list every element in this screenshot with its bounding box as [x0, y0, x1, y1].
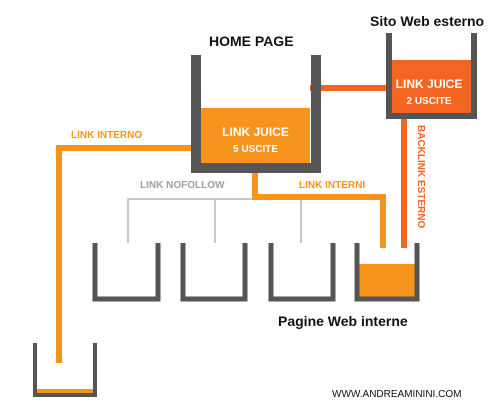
- home-page-juice-fill: [201, 108, 310, 165]
- internal-pages-title: Pagine Web interne: [278, 313, 408, 329]
- website-credit: WWW.ANDREAMININI.COM: [332, 389, 462, 400]
- internal-page-1-container: [92, 243, 161, 302]
- internal-page-2-container: [180, 243, 248, 302]
- backlink-label: BACKLINK ESTERNO: [415, 125, 426, 229]
- internal-link-flow-left: [56, 145, 255, 363]
- containers: [33, 33, 477, 397]
- home-page-title: HOME PAGE: [209, 33, 294, 49]
- internal-page-4-fill: [357, 264, 416, 300]
- internal-link-label: LINK INTERNO: [71, 130, 143, 141]
- external-site-juice-title: LINK JUICE: [395, 77, 463, 91]
- internal-links-flow-right: [252, 160, 386, 248]
- orphan-page-container: [33, 343, 97, 397]
- external-site-container: [386, 33, 477, 119]
- nofollow-label: LINK NOFOLLOW: [140, 180, 225, 191]
- home-page-juice-sub: 5 USCITE: [232, 144, 278, 155]
- internal-link-flows: [56, 85, 407, 363]
- home-page-container: [191, 55, 321, 173]
- external-site-title: Sito Web esterno: [370, 13, 485, 29]
- orphan-page-fill: [37, 389, 93, 395]
- external-site-juice-fill: [387, 60, 471, 113]
- internal-page-4-container: [354, 243, 420, 302]
- internal-page-3-container: [268, 243, 336, 302]
- external-site-juice-sub: 2 USCITE: [406, 96, 452, 107]
- home-page-juice-title: LINK JUICE: [222, 125, 289, 139]
- internal-links-label: LINK INTERNI: [299, 180, 366, 191]
- nofollow-connectors: [127, 198, 302, 243]
